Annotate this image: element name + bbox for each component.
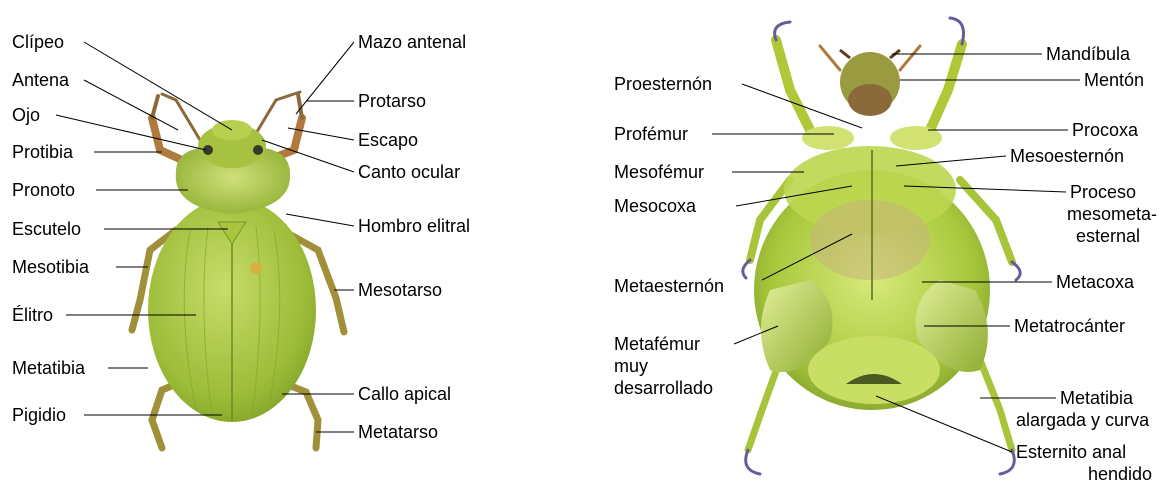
label-canto-ocular: Canto ocular [358, 162, 460, 182]
label-hombro-elitral: Hombro elitral [358, 216, 470, 236]
ventral-labels-right: Mandíbula Mentón Procoxa Mesoesternón Pr… [1010, 44, 1157, 484]
elytra-spot [250, 262, 262, 274]
abdomen [808, 336, 940, 404]
label-mesotibia: Mesotibia [12, 257, 90, 277]
label-mandibula: Mandíbula [1046, 44, 1131, 64]
label-proesternon: Proesternón [614, 74, 712, 94]
label-metafemur-3: desarrollado [614, 378, 713, 398]
procoxa-left [802, 126, 854, 150]
metasternum [810, 200, 930, 280]
label-procoxa: Procoxa [1072, 120, 1139, 140]
label-pigidio: Pigidio [12, 405, 66, 425]
label-mesotarso: Mesotarso [358, 280, 442, 300]
label-pronoto: Pronoto [12, 180, 75, 200]
label-escapo: Escapo [358, 130, 418, 150]
label-metaesternon: Metaesternón [614, 276, 724, 296]
ventral-beetle-illustration [743, 18, 1020, 474]
label-metatibia: Metatibia [12, 358, 86, 378]
label-profemur: Profémur [614, 124, 688, 144]
label-mesoesternon: Mesoesternón [1010, 146, 1124, 166]
label-escutelo: Escutelo [12, 219, 81, 239]
label-mesocoxa: Mesocoxa [614, 196, 697, 216]
dorsal-labels-left: Clípeo Antena Ojo Protibia Pronoto Escut… [12, 32, 90, 425]
label-metatibia-2: alargada y curva [1016, 410, 1150, 430]
label-esternito-1: Esternito anal [1016, 442, 1126, 462]
label-metafemur-2: muy [614, 356, 648, 376]
label-callo-apical: Callo apical [358, 384, 451, 404]
label-metacoxa: Metacoxa [1056, 272, 1135, 292]
dorsal-labels-right: Mazo antenal Protarso Escapo Canto ocula… [358, 32, 470, 442]
label-ojo: Ojo [12, 105, 40, 125]
label-esternito-2: hendido [1088, 464, 1152, 484]
label-metatibia-1: Metatibia [1060, 388, 1134, 408]
dorsal-beetle-illustration [132, 92, 344, 448]
label-metatarso: Metatarso [358, 422, 438, 442]
label-proceso-1: Proceso [1070, 182, 1136, 202]
eye-right [253, 145, 263, 155]
label-antena: Antena [12, 70, 70, 90]
label-proceso-2: mesometa- [1067, 204, 1157, 224]
ventral-labels-left: Proesternón Profémur Mesofémur Mesocoxa … [614, 74, 724, 398]
mentum [848, 84, 892, 116]
label-protibia: Protibia [12, 142, 74, 162]
label-protarso: Protarso [358, 91, 426, 111]
label-mesofemur: Mesofémur [614, 162, 704, 182]
label-elitro: Élitro [12, 305, 53, 325]
label-mazo-antenal: Mazo antenal [358, 32, 466, 52]
label-clipeo: Clípeo [12, 32, 64, 52]
label-proceso-3: esternal [1076, 226, 1140, 246]
label-menton: Mentón [1084, 70, 1144, 90]
label-metafemur-1: Metafémur [614, 334, 700, 354]
label-metatrocanter: Metatrocánter [1014, 316, 1125, 336]
